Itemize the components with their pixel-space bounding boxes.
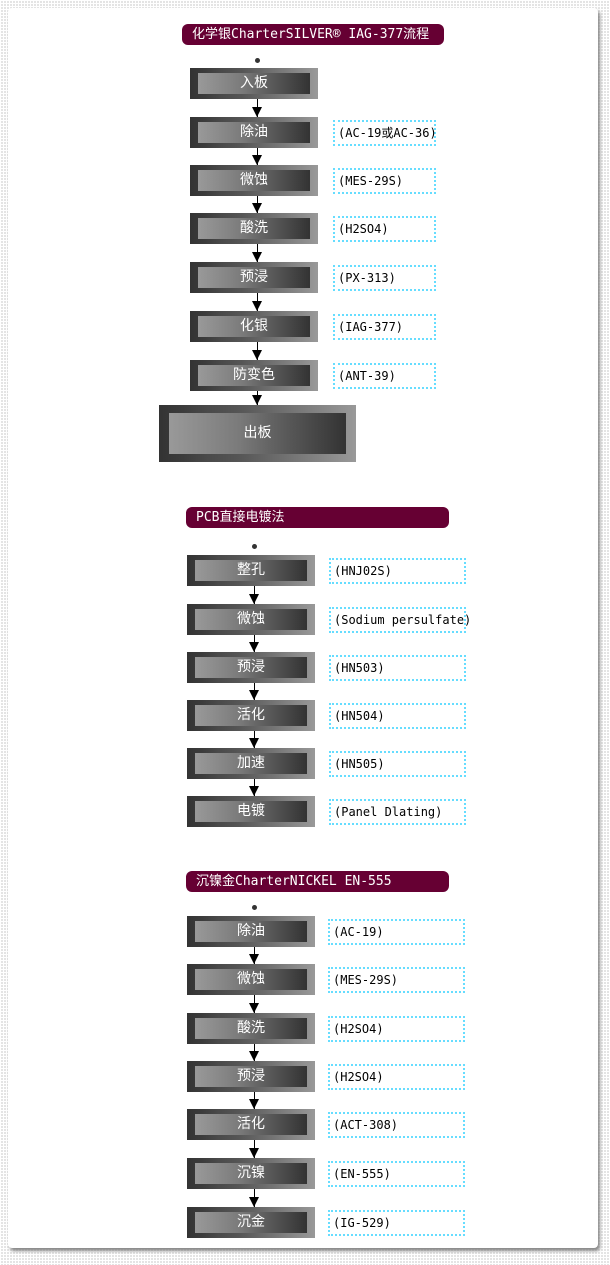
section-title: 沉镍金CharterNICKEL EN-555	[186, 871, 449, 892]
step-label: 活化	[195, 705, 307, 726]
process-step: 酸洗	[190, 213, 318, 244]
process-step: 电镀	[187, 796, 315, 827]
step-chemical-note: (H2SO4)	[328, 1016, 465, 1042]
arrow-down-icon	[249, 586, 259, 604]
step-label: 沉镍	[195, 1163, 307, 1184]
step-chemical-note: (HN503)	[329, 655, 466, 681]
section-title: PCB直接电镀法	[186, 507, 449, 528]
step-label: 预浸	[195, 657, 307, 678]
process-step: 出板	[159, 405, 356, 462]
process-step: 微蚀	[187, 604, 315, 635]
step-label: 化银	[198, 316, 310, 337]
step-chemical-note: (HN504)	[329, 703, 466, 729]
process-step: 除油	[187, 916, 315, 947]
arrow-down-icon	[249, 683, 259, 700]
process-step: 防变色	[190, 360, 318, 391]
process-step: 沉镍	[187, 1158, 315, 1189]
process-step: 预浸	[187, 652, 315, 683]
step-chemical-note: (AC-19)	[328, 919, 465, 945]
process-step: 整孔	[187, 555, 315, 586]
step-label: 预浸	[195, 1066, 307, 1087]
step-chemical-note: (H2SO4)	[333, 216, 436, 242]
arrow-down-icon	[252, 148, 262, 165]
step-chemical-note: (AC-19或AC-36)	[333, 120, 437, 146]
arrow-down-icon	[249, 1189, 259, 1207]
step-chemical-note: (ANT-39)	[333, 363, 436, 389]
arrow-down-icon	[249, 947, 259, 964]
step-chemical-note: (MES-29S)	[328, 967, 465, 993]
arrow-down-icon	[249, 1092, 259, 1109]
process-step: 活化	[187, 1109, 315, 1140]
step-label: 电镀	[195, 801, 307, 822]
arrow-down-icon	[249, 995, 259, 1013]
step-chemical-note: (Sodium persulfate)	[329, 607, 471, 633]
process-step: 入板	[190, 68, 318, 99]
arrow-down-icon	[252, 293, 262, 311]
arrow-down-icon	[249, 1140, 259, 1158]
start-dot-icon	[252, 905, 257, 910]
step-chemical-note: (IAG-377)	[333, 314, 436, 340]
step-chemical-note: (PX-313)	[333, 265, 436, 291]
step-label: 酸洗	[198, 218, 310, 239]
step-label: 活化	[195, 1114, 307, 1135]
step-chemical-note: (HNJ02S)	[329, 558, 466, 584]
step-label: 入板	[198, 73, 310, 94]
arrow-down-icon	[252, 342, 262, 360]
process-step: 微蚀	[187, 964, 315, 995]
section-title: 化学银CharterSILVER® IAG-377流程	[182, 24, 444, 45]
arrow-down-icon	[252, 99, 262, 117]
arrow-down-icon	[252, 244, 262, 262]
arrow-down-icon	[249, 731, 259, 748]
arrow-down-icon	[252, 196, 262, 213]
step-label: 微蚀	[195, 969, 307, 990]
step-chemical-note: (ACT-308)	[328, 1112, 465, 1138]
step-label: 预浸	[198, 267, 310, 288]
step-label: 微蚀	[198, 170, 310, 191]
process-step: 化银	[190, 311, 318, 342]
step-label: 出板	[169, 413, 346, 454]
step-chemical-note: (HN505)	[329, 751, 466, 777]
step-label: 酸洗	[195, 1018, 307, 1039]
step-label: 沉金	[195, 1212, 307, 1233]
process-step: 预浸	[187, 1061, 315, 1092]
step-label: 微蚀	[195, 609, 307, 630]
process-step: 加速	[187, 748, 315, 779]
step-label: 防变色	[198, 365, 310, 386]
arrow-down-icon	[249, 1044, 259, 1061]
process-step: 沉金	[187, 1207, 315, 1238]
step-label: 整孔	[195, 560, 307, 581]
step-chemical-note: (Panel Dlating)	[329, 799, 466, 825]
process-step: 预浸	[190, 262, 318, 293]
arrow-down-icon	[249, 779, 259, 796]
step-chemical-note: (EN-555)	[328, 1161, 465, 1187]
arrow-down-icon	[249, 635, 259, 652]
process-step: 活化	[187, 700, 315, 731]
step-label: 加速	[195, 753, 307, 774]
start-dot-icon	[252, 544, 257, 549]
step-label: 除油	[195, 921, 307, 942]
step-chemical-note: (H2SO4)	[328, 1064, 465, 1090]
arrow-down-icon	[252, 391, 262, 405]
step-label: 除油	[198, 122, 310, 143]
step-chemical-note: (IG-529)	[328, 1210, 465, 1236]
process-step: 除油	[190, 117, 318, 148]
step-chemical-note: (MES-29S)	[333, 168, 436, 194]
start-dot-icon	[255, 58, 260, 63]
process-step: 酸洗	[187, 1013, 315, 1044]
process-step: 微蚀	[190, 165, 318, 196]
